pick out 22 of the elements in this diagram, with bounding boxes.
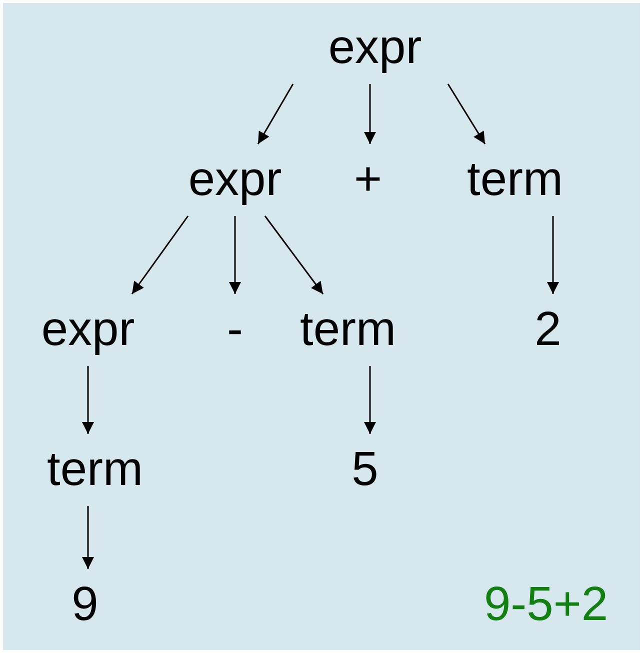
grammar-symbol: + — [350, 144, 386, 216]
arrow — [547, 216, 559, 294]
grammar-symbol: expr — [37, 294, 139, 366]
grammar-symbol: 5 — [348, 434, 382, 506]
arrow — [257, 84, 294, 144]
arrow — [447, 84, 486, 144]
arrow — [82, 506, 94, 569]
arrow — [229, 216, 241, 294]
grammar-symbol: term — [463, 144, 567, 216]
grammar-symbol: term — [43, 434, 147, 506]
grammar-symbol: expr — [184, 144, 286, 216]
grammar-symbol: 2 — [530, 294, 566, 366]
grammar-symbol: 9 — [68, 569, 102, 641]
arrow — [264, 216, 324, 294]
grammar-symbol: expr — [324, 12, 426, 84]
expression-label: 9-5+2 — [484, 581, 608, 629]
grammar-symbol: term — [296, 294, 400, 366]
arrow — [364, 84, 376, 144]
arrow — [82, 366, 94, 434]
arrow — [131, 216, 189, 294]
grammar-symbol: - — [223, 294, 247, 366]
arrow — [364, 366, 376, 434]
